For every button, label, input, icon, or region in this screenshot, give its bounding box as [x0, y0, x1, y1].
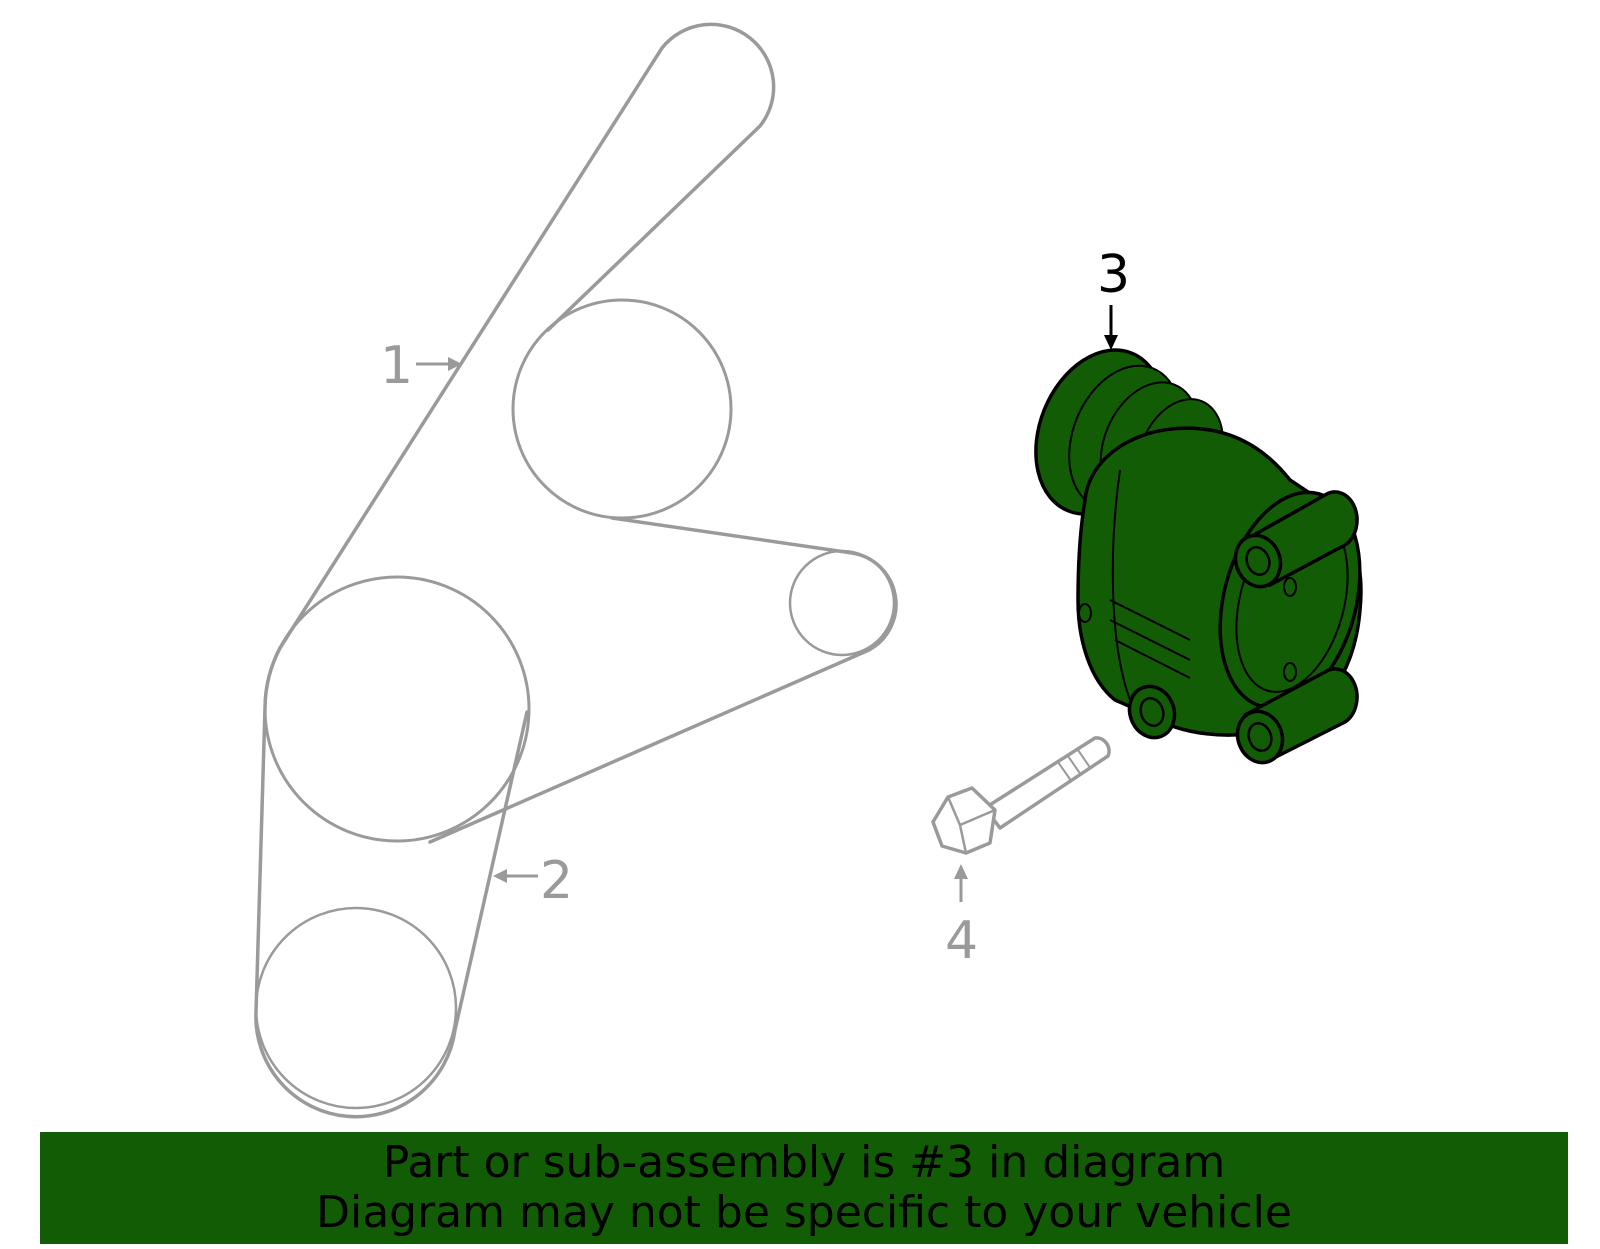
callout-3: 3 [1097, 245, 1130, 350]
pulley-idler-small [788, 549, 896, 657]
part-3-tensioner [1034, 348, 1363, 765]
callout-1-label: 1 [380, 336, 413, 396]
callout-3-arrow [1104, 335, 1118, 350]
callout-4-label: 4 [945, 911, 978, 971]
callout-4: 4 [945, 864, 978, 971]
banner-line-1: Part or sub-assembly is #3 in diagram [382, 1137, 1226, 1188]
banner-line-2: Diagram may not be specific to your vehi… [316, 1187, 1292, 1238]
callout-2-label: 2 [540, 851, 573, 911]
pulley-upper [511, 298, 733, 520]
callout-2: 2 [493, 851, 573, 911]
callout-1-arrow [448, 357, 462, 371]
info-banner: Part or sub-assembly is #3 in diagram Di… [40, 1132, 1568, 1244]
callout-2-arrow [493, 869, 507, 883]
belt-1 [278, 22, 898, 844]
part-4-bolt [931, 736, 1111, 855]
callout-4-arrow [954, 864, 968, 879]
callout-3-label: 3 [1097, 245, 1130, 305]
belt-drive-assembly [254, 22, 898, 1119]
belt-2 [254, 646, 529, 1119]
pulley-crank [263, 575, 531, 843]
callout-1: 1 [380, 336, 462, 396]
pulley-lower [254, 906, 458, 1110]
